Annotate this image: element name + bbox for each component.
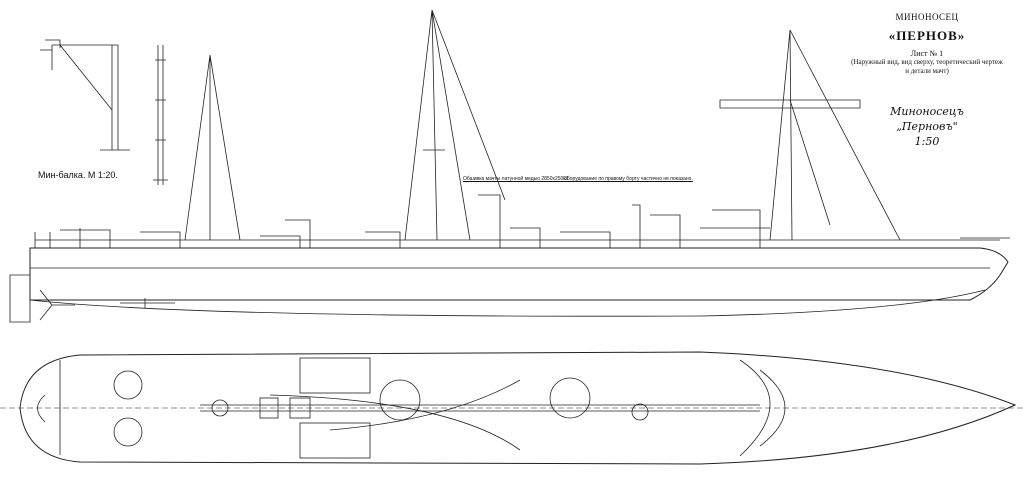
sheet-number: Лист № 1 xyxy=(910,49,944,58)
side-view xyxy=(9,9,1010,323)
handwritten-scale: 1:50 xyxy=(914,135,940,148)
mast-note: Обшивка мачты латунной медью 2850х250х1 xyxy=(463,176,569,182)
fore-mast xyxy=(184,54,241,241)
handwritten-name: „Перновъ" xyxy=(896,120,958,133)
handwritten-type: Миноносецъ xyxy=(890,105,964,118)
deck-outline xyxy=(19,351,1017,465)
sheet-description-2: и детали мачт) xyxy=(905,67,949,75)
hull-outline xyxy=(29,247,1009,301)
propeller xyxy=(39,289,75,321)
equipment-note: Оборудование по правому борту частично н… xyxy=(563,176,693,182)
sheet-description-1: (Наружный вид, вид сверху, теоретический… xyxy=(851,58,1003,66)
vessel-type: МИНОНОСЕЦ xyxy=(895,12,959,22)
aft-mast xyxy=(719,29,901,241)
mine-crane-detail xyxy=(40,39,168,185)
plan-view xyxy=(0,351,1024,465)
title-block: МИНОНОСЕЦ «ПЕРНОВ» Лист № 1 (Наружный ви… xyxy=(830,12,1024,76)
main-mast xyxy=(404,9,506,241)
handwritten-label: Миноносецъ „Перновъ" 1:50 xyxy=(872,104,982,149)
crane-detail-label: Мин-балка. М 1:20. xyxy=(38,170,118,180)
vessel-name: «ПЕРНОВ» xyxy=(888,28,966,43)
